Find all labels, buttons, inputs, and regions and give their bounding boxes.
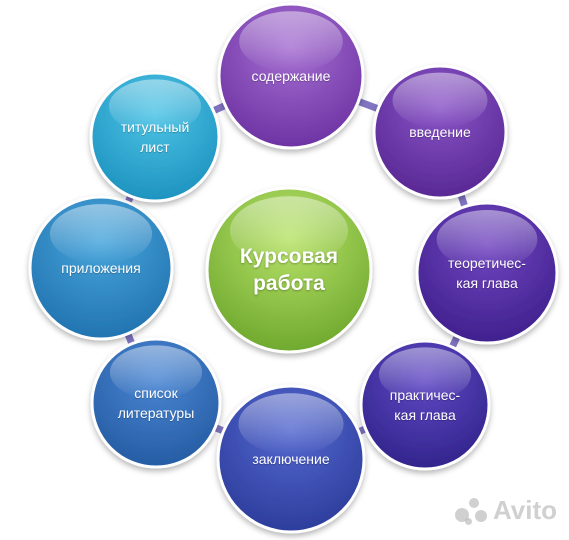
avito-watermark: Avito [453, 495, 557, 526]
node-titulny [89, 71, 221, 203]
center-node [205, 186, 373, 354]
node-zaklyuchenie [216, 384, 366, 534]
node-soderzhanie [217, 2, 365, 150]
watermark-text: Avito [492, 495, 557, 525]
avito-logo-icon [453, 496, 489, 526]
node-teoreticheskaya [415, 201, 559, 345]
node-spisok [90, 337, 222, 469]
node-prakticheskaya [359, 339, 491, 471]
diagram-nodes [28, 2, 559, 534]
node-prilozheniya [28, 195, 174, 341]
node-vvedenie [372, 64, 508, 200]
